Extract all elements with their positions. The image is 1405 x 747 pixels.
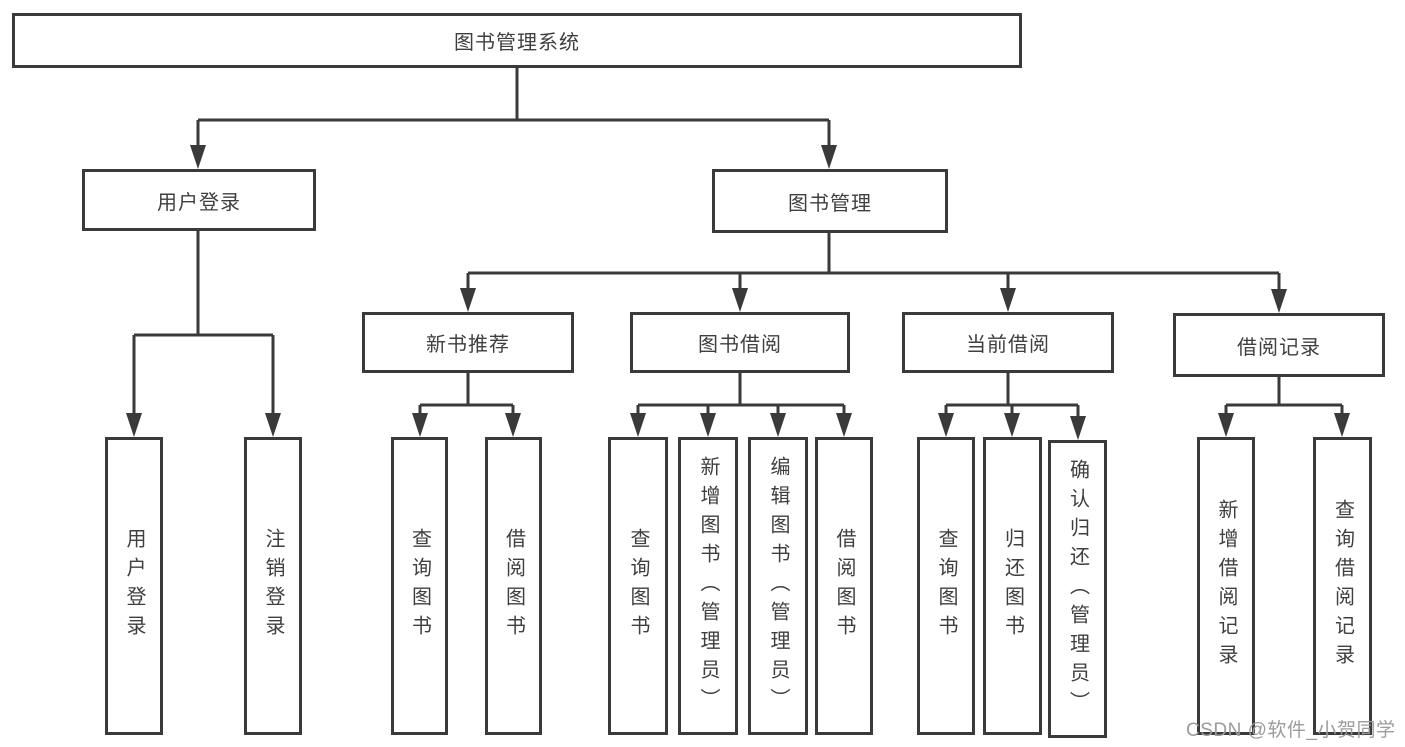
node-borrow-records: 借阅记录 <box>1173 313 1385 377</box>
leaf-br-query-record: 查询借阅记录 <box>1313 437 1372 735</box>
leaf-bb-edit-books-admin: 编辑图书（管理员） <box>748 437 808 735</box>
leaf-nb-borrow-books: 借阅图书 <box>485 437 542 735</box>
connector-lines <box>132 68 1344 418</box>
node-book-borrowing: 图书借阅 <box>630 312 850 373</box>
watermark: CSDN @软件_小贺同学 <box>1186 720 1396 741</box>
leaf-br-add-record: 新增借阅记录 <box>1197 437 1255 735</box>
node-book-management: 图书管理 <box>712 169 948 233</box>
leaf-bb-borrow-books: 借阅图书 <box>815 437 873 735</box>
leaf-cb-confirm-return-admin: 确认归还（管理员） <box>1048 440 1107 738</box>
node-user-login: 用户登录 <box>82 169 316 231</box>
node-library-system: 图书管理系统 <box>12 13 1022 68</box>
leaf-user-login: 用户登录 <box>105 437 163 735</box>
node-current-borrowing: 当前借阅 <box>902 312 1114 373</box>
leaf-nb-query-books: 查询图书 <box>391 437 448 735</box>
leaf-logout-login: 注销登录 <box>244 437 302 735</box>
leaf-cb-query-books: 查询图书 <box>917 437 975 735</box>
leaf-cb-return-books: 归还图书 <box>983 437 1042 735</box>
arrow-icons <box>126 145 1350 440</box>
node-new-book-recommend: 新书推荐 <box>362 312 574 373</box>
leaf-bb-query-books: 查询图书 <box>608 437 668 735</box>
leaf-bb-add-books-admin: 新增图书（管理员） <box>678 437 738 735</box>
